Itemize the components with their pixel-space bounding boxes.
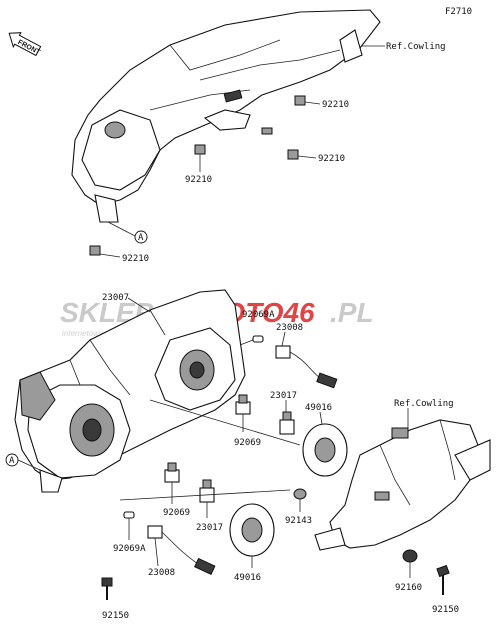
watermark-suffix: .PL — [330, 297, 374, 328]
ref-cowling-top-label: Ref.Cowling — [386, 42, 446, 52]
ref-cowling-frame-label: Ref.Cowling — [394, 399, 454, 409]
callout-92210-a: 92210 — [322, 100, 349, 110]
callout-23017-left: 23017 — [196, 523, 223, 533]
callout-92160: 92160 — [395, 583, 422, 593]
clip-92210-center: 92210 — [185, 144, 212, 185]
clip-92210-right-top: 92210 — [294, 95, 349, 110]
callout-92150-right: 92150 — [432, 605, 459, 615]
bulb-92069-left — [164, 462, 180, 504]
nut-92160 — [402, 549, 418, 578]
ref-a-left: A — [9, 456, 15, 466]
bulb-23017-left — [199, 479, 215, 518]
callout-92069a-left: 92069A — [113, 544, 146, 554]
callout-49016-lower: 49016 — [234, 573, 261, 583]
clip-92210-left: 92210 — [89, 245, 149, 264]
figure-code: F2710 — [445, 7, 472, 17]
dust-cover-49016-upper — [302, 423, 348, 477]
headlight-assembly — [14, 289, 246, 493]
front-direction-badge: FRONT — [8, 32, 42, 57]
ref-a-top: A — [138, 233, 144, 243]
dust-cover-49016-lower — [229, 503, 275, 568]
bolt-92150-right — [436, 564, 450, 595]
callout-92210-c: 92210 — [185, 175, 212, 185]
callout-92210-d: 92210 — [122, 254, 149, 264]
callout-92210-b: 92210 — [318, 154, 345, 164]
front-frame-bracket — [314, 419, 491, 551]
callout-92069a-top: 92069A — [242, 310, 275, 320]
callout-23007: 23007 — [102, 293, 129, 303]
bulb-92069-upper — [235, 394, 251, 432]
callout-92143: 92143 — [285, 516, 312, 526]
callout-92069-left: 92069 — [163, 508, 190, 518]
bolt-92150-left — [101, 577, 113, 600]
callout-23017-upper: 23017 — [270, 391, 297, 401]
bulb-23017-upper — [279, 411, 295, 435]
grommet-92143 — [293, 488, 307, 512]
callout-92150-left: 92150 — [102, 611, 129, 621]
socket-23008-top — [275, 345, 338, 389]
clip-92210-right-mid: 92210 — [287, 149, 345, 164]
inner-cowling-panel — [71, 9, 381, 223]
bulb-92069a-top — [239, 335, 264, 346]
callout-23008-top: 23008 — [276, 323, 303, 333]
callout-49016-upper: 49016 — [305, 403, 332, 413]
callout-23008-left: 23008 — [148, 568, 175, 578]
callout-92069-upper: 92069 — [234, 438, 261, 448]
bulb-92069a-left — [123, 511, 135, 540]
